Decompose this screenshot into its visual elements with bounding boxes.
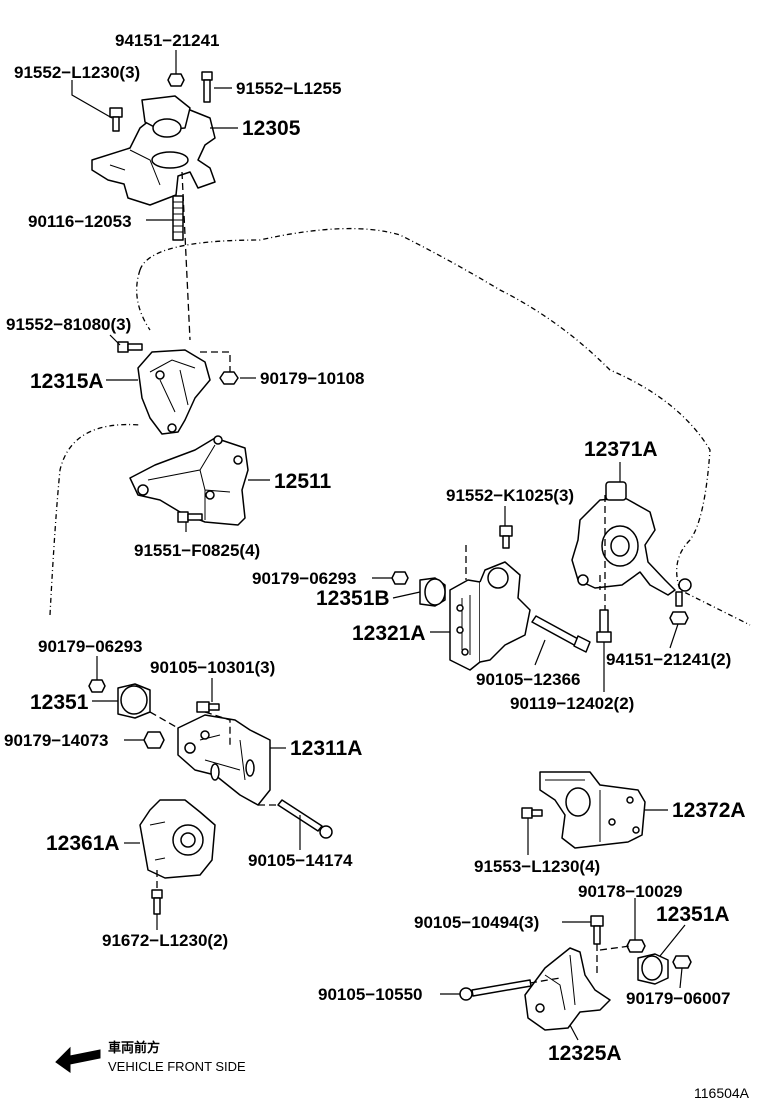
bolt-91552-K1025 [499, 525, 513, 549]
nut-90179-14073 [143, 731, 165, 749]
part-12325A [524, 947, 611, 1031]
figure-id: 116504A [694, 1085, 750, 1101]
bolt-91672-L1230 [151, 889, 163, 915]
front-label-en: VEHICLE FRONT SIDE [108, 1059, 246, 1074]
bolt-90105-10550 [459, 979, 532, 1001]
label-12315A: 12315A [30, 370, 104, 393]
label-12511: 12511 [274, 470, 332, 493]
nut-90179-06293-a [391, 571, 409, 585]
part-12321A [449, 561, 531, 671]
bolt-91553-L1230 [521, 807, 543, 819]
bolt-90119-12402 [596, 609, 612, 643]
label-90116-12053: 90116−12053 [28, 212, 132, 231]
part-12351A [637, 953, 669, 985]
bolt-90105-12366 [531, 615, 591, 653]
part-12372A [539, 771, 646, 849]
engine-outline-left [136, 269, 151, 331]
label-94151-21241: 94151−21241 [115, 31, 219, 50]
label-91552-L1255: 91552−L1255 [236, 79, 341, 98]
bolt-91552-L1255 [201, 71, 213, 103]
part-12315A [137, 349, 211, 435]
label-12361A: 12361A [46, 832, 120, 855]
bolt-90105-10301 [196, 701, 220, 713]
label-91553-L1230: 91553−L1230(4) [474, 857, 600, 876]
front-arrow-icon [55, 1046, 101, 1073]
label-91672-L1230: 91672−L1230(2) [102, 931, 228, 950]
nut-90178-10029 [626, 939, 646, 953]
label-12371A: 12371A [584, 438, 658, 461]
label-90105-10550: 90105−10550 [318, 985, 422, 1004]
label-90105-14174: 90105−14174 [248, 851, 353, 870]
label-94151-21241-2: 94151−21241(2) [606, 650, 731, 669]
label-90119-12402: 90119−12402(2) [510, 694, 634, 713]
part-12351 [117, 683, 151, 719]
bolt-90105-10494 [590, 915, 604, 945]
part-labels: 94151−21241 91552−L1230(3) 91552−L1255 1… [4, 31, 746, 1065]
label-91552-81080: 91552−81080(3) [6, 315, 131, 334]
vehicle-front-indicator: 車両前方 VEHICLE FRONT SIDE [55, 1040, 246, 1074]
label-12321A: 12321A [352, 622, 426, 645]
dash-12325A [529, 944, 631, 984]
label-90105-10494: 90105−10494(3) [414, 913, 539, 932]
part-12305 [91, 95, 216, 206]
label-91552-K1025: 91552−K1025(3) [446, 486, 574, 505]
engine-outline [49, 227, 751, 626]
part-12361A [139, 799, 216, 879]
nut-94151-21241 [167, 73, 185, 87]
label-90105-10301: 90105−10301(3) [150, 658, 275, 677]
label-12351A: 12351A [656, 903, 730, 926]
part-12311A [177, 714, 271, 806]
label-12311A: 12311A [290, 737, 362, 760]
label-91552-L1230: 91552−L1230(3) [14, 63, 140, 82]
label-12372A: 12372A [672, 799, 746, 822]
label-90179-06293-a: 90179−06293 [252, 569, 356, 588]
part-12511 [129, 435, 249, 526]
part-12351B [419, 577, 446, 607]
front-label-jp: 車両前方 [108, 1040, 160, 1055]
part-12371A [571, 481, 692, 596]
dash-12311A [149, 711, 231, 745]
bolt-91551-F0825 [177, 511, 203, 523]
bolt-91552-81080 [117, 341, 143, 353]
label-12351B: 12351B [316, 587, 390, 610]
label-12305: 12305 [242, 117, 301, 140]
label-90179-14073: 90179−14073 [4, 731, 108, 750]
nut-90179-10108 [219, 371, 239, 385]
leader-lines [71, 50, 686, 1041]
nut-94151-21241-2 [669, 591, 689, 625]
label-90179-10108: 90179−10108 [260, 369, 364, 388]
label-12351: 12351 [30, 691, 89, 714]
stud-90116-12053 [172, 195, 184, 241]
label-90178-10029: 90178−10029 [578, 882, 682, 901]
nut-90179-06007 [672, 955, 692, 969]
label-91551-F0825: 91551−F0825(4) [134, 541, 260, 560]
nut-90179-06293-b [88, 679, 106, 693]
bolt-90105-14174 [277, 799, 333, 839]
label-90179-06293-b: 90179−06293 [38, 637, 142, 656]
bolt-91552-L1230 [109, 107, 123, 132]
dash-12371A [599, 495, 606, 610]
label-12325A: 12325A [548, 1042, 622, 1065]
centerline-top [181, 171, 191, 341]
label-90179-06007: 90179−06007 [626, 989, 730, 1008]
label-90105-12366: 90105−12366 [476, 670, 580, 689]
